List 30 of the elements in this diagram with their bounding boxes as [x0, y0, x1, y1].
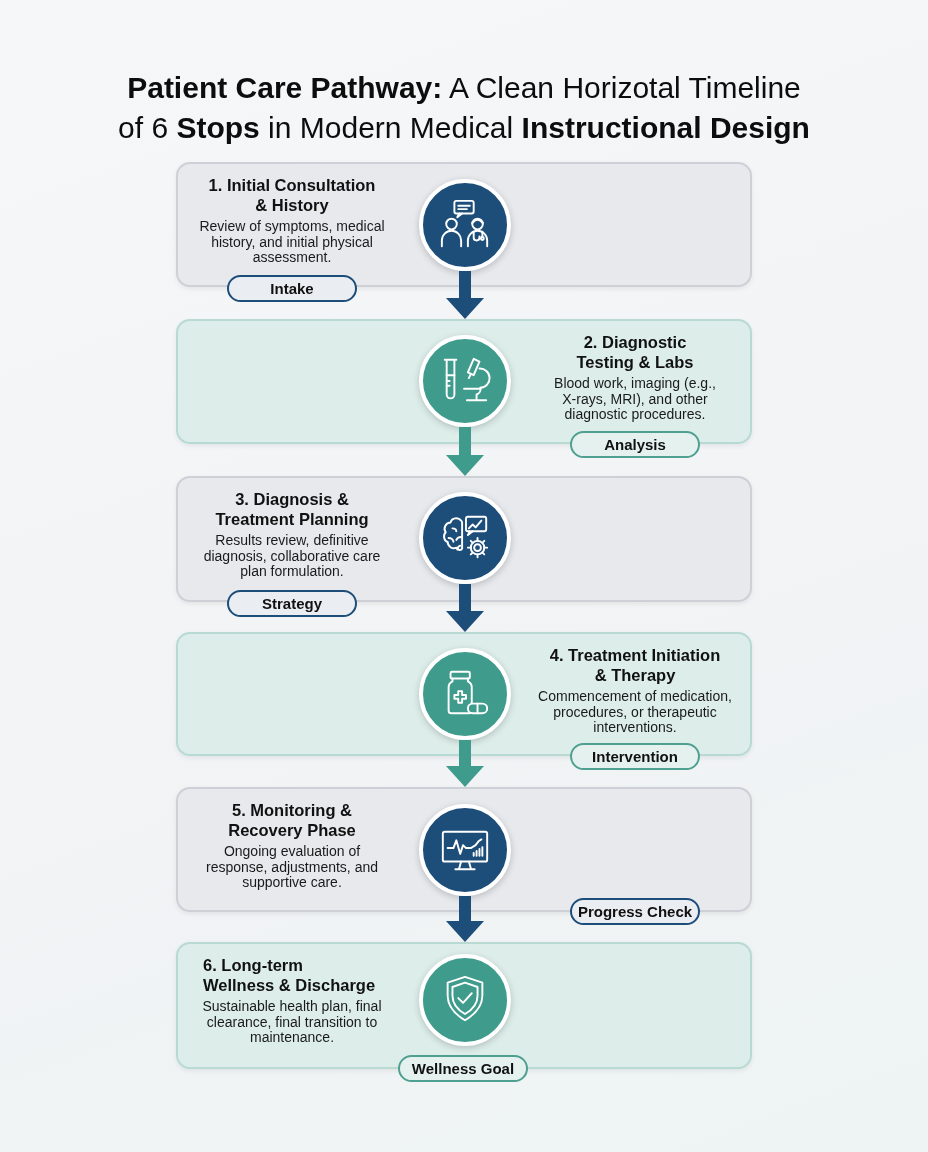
step-description: Sustainable health plan, final clearance, final transition to maintenance. — [201, 999, 383, 1046]
step-description: Review of symptoms, medical history, and initial physical assessment. — [198, 219, 386, 266]
step-description: Results review, definitive diagnosis, collaborative care plan formulation. — [202, 533, 382, 580]
stage-tag: Strategy — [227, 590, 357, 617]
flow-arrow — [446, 896, 484, 942]
flow-arrow — [446, 584, 484, 632]
stage-tag: Progress Check — [570, 898, 700, 925]
step-description: Commencement of medication, procedures, or therapeutic interventions. — [537, 689, 733, 736]
icon-circle — [419, 492, 511, 584]
step-description: Blood work, imaging (e.g., X-rays, MRI), and other diagnostic procedures. — [553, 376, 717, 423]
stage-tag: Intake — [227, 275, 357, 302]
step-description: Ongoing evaluation of response, adjustments, and supportive care. — [205, 844, 379, 891]
step-heading: 2. Diagnostic Testing & Labs — [575, 332, 695, 372]
step-heading: 1. Initial Consultation & History — [207, 175, 377, 215]
icon-circle — [419, 954, 511, 1046]
icon-circle — [419, 335, 511, 427]
icon-circle — [419, 648, 511, 740]
step-heading: 6. Long-term Wellness & Discharge — [203, 955, 377, 995]
icon-circle — [419, 804, 511, 896]
title: Patient Care Pathway: A Clean Horizotal Timeline of 6 Stops in Modern Medical Instructional Design — [117, 70, 811, 146]
stage-tag: Wellness Goal — [398, 1055, 528, 1082]
stage-tag: Intervention — [570, 743, 700, 770]
step-heading: 4. Treatment Initiation & Therapy — [548, 645, 722, 685]
flow-arrow — [446, 427, 484, 476]
flow-arrow — [446, 740, 484, 787]
step-heading: 5. Monitoring & Recovery Phase — [227, 800, 357, 840]
flow-arrow — [446, 271, 484, 319]
stage-tag: Analysis — [570, 431, 700, 458]
step-heading: 3. Diagnosis & Treatment Planning — [214, 489, 370, 529]
icon-circle — [419, 179, 511, 271]
